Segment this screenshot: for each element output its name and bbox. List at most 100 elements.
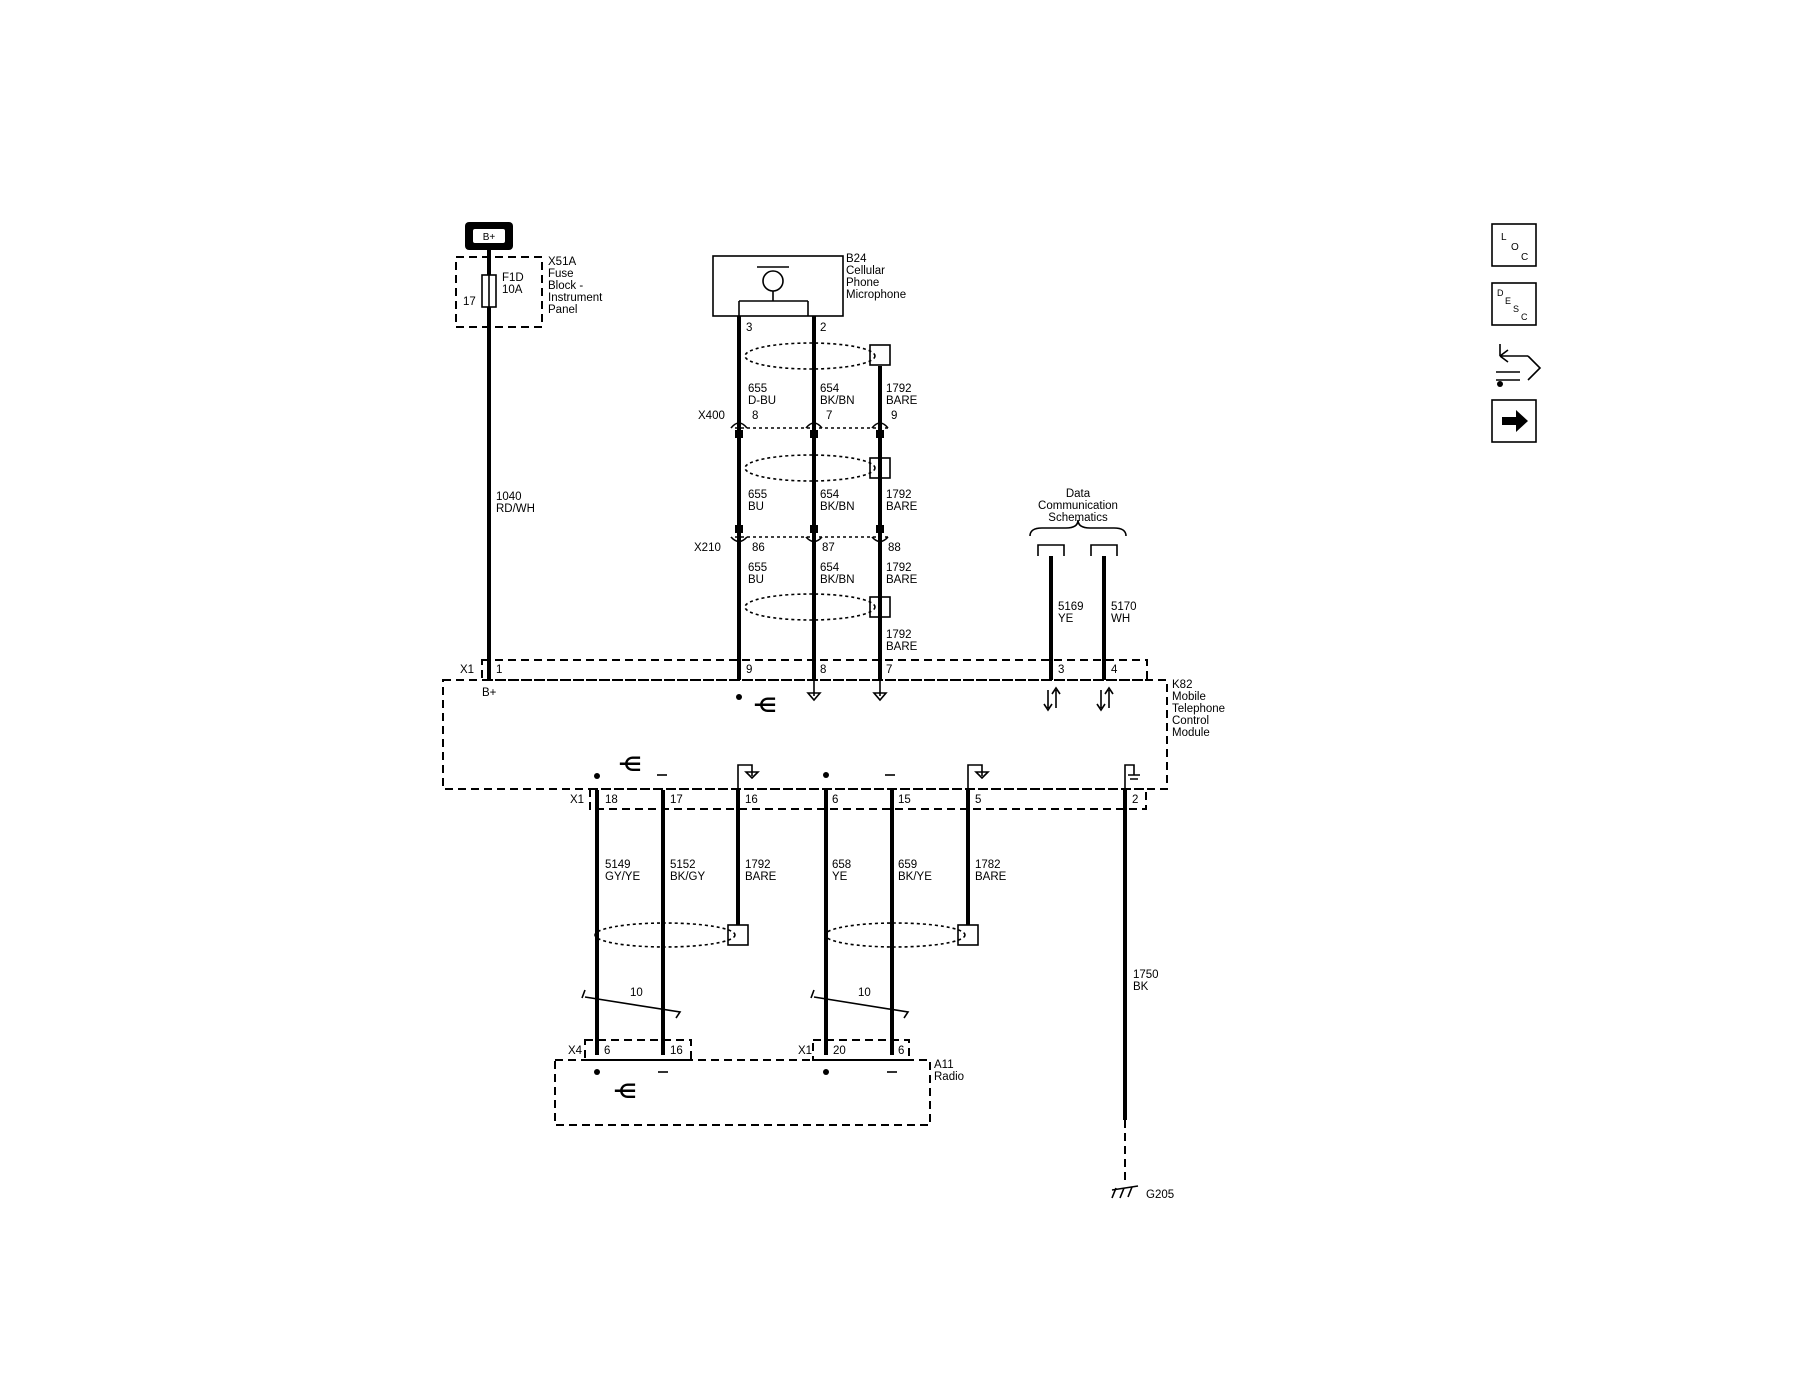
- drain-wire-circuit: 1792: [886, 629, 912, 641]
- wire-655-a-circuit: 655: [748, 383, 767, 395]
- data-comm-label-2: Communication: [1038, 500, 1118, 512]
- wire-655-b-color: BU: [748, 501, 764, 513]
- wire-1792-c-color: BARE: [886, 574, 918, 586]
- wire-654-c-color: BK/BN: [820, 574, 855, 586]
- audio-signal-icon-3: ⋲: [613, 1081, 636, 1103]
- radio-x4-name: X4: [568, 1045, 583, 1057]
- wire-1792-a-circuit: 1792: [886, 383, 912, 395]
- module-top-connector-name: X1: [460, 664, 474, 676]
- connector-x210-pin-88: 88: [888, 542, 901, 554]
- microphone-name-3: Phone: [846, 277, 879, 289]
- next-page-button[interactable]: [1491, 399, 1537, 443]
- audio-signal-icon-2: ⋲: [618, 754, 641, 776]
- module-bplus-label: B+: [482, 687, 497, 699]
- wire-659-circuit: 659: [898, 859, 917, 871]
- twist-label-2: 10: [858, 987, 871, 999]
- description-letter-d: D: [1497, 288, 1504, 298]
- description-button[interactable]: D E S C: [1491, 282, 1537, 326]
- module-bottom-pin-2: 2: [1132, 794, 1138, 806]
- wire-654-a-color: BK/BN: [820, 395, 855, 407]
- microphone-wires: 655 D-BU 654 BK/BN 1792 BARE X400 8 7 9 …: [694, 316, 918, 680]
- arrow-right-icon: [1502, 410, 1528, 432]
- radio-x4-pin-16: 16: [670, 1045, 683, 1057]
- module-bottom-pin-17: 17: [670, 794, 683, 806]
- radio-name-2: Radio: [934, 1071, 964, 1083]
- ground-symbol-icon: [1111, 1185, 1139, 1199]
- module-top-pin-9: 9: [746, 664, 752, 676]
- battery-label: B+: [483, 232, 496, 243]
- description-letter-s: S: [1513, 304, 1519, 314]
- radio-name-1: A11: [934, 1059, 954, 1071]
- fuse-block-name-5: Panel: [548, 304, 577, 316]
- description-letter-c: C: [1521, 312, 1528, 322]
- connector-end-view-button[interactable]: [1496, 344, 1542, 387]
- radio-x4-pin-6: 6: [604, 1045, 610, 1057]
- wire-658-circuit: 658: [832, 859, 851, 871]
- wire-655-b-circuit: 655: [748, 489, 767, 501]
- module-bottom-pin-15: 15: [898, 794, 911, 806]
- module-name-1: K82: [1172, 679, 1192, 691]
- fuse-rating: 10A: [502, 284, 523, 296]
- radio-a11: X4 6 16 X1 20 6 A11 Radio ⋲: [554, 1039, 964, 1126]
- wire-654-c-circuit: 654: [820, 562, 840, 574]
- ground-wire-color: BK: [1133, 981, 1149, 993]
- audio-signal-icon: ⋲: [753, 695, 776, 717]
- module-bottom-pin-6: 6: [832, 794, 838, 806]
- fuse-block-name-1: X51A: [548, 256, 576, 268]
- module-top-pin-8: 8: [820, 664, 826, 676]
- location-letter-l: L: [1501, 232, 1507, 243]
- fuse-block-name-3: Block -: [548, 280, 583, 292]
- wire-1792-c-circuit: 1792: [886, 562, 912, 574]
- microphone-pin-3: 3: [746, 322, 752, 334]
- wire-5169-color: YE: [1058, 613, 1074, 625]
- power-wire-circuit: 1040: [496, 491, 522, 503]
- data-communication-reference: Data Communication Schematics 5169 YE 51…: [1029, 488, 1137, 680]
- wire-655-c-color: BU: [748, 574, 764, 586]
- microphone-pin-2: 2: [820, 322, 826, 334]
- module-top-pin-4: 4: [1111, 664, 1118, 676]
- wire-5152-color: BK/GY: [670, 871, 705, 883]
- radio-x1-name: X1: [798, 1045, 812, 1057]
- module-bottom-pin-18: 18: [605, 794, 618, 806]
- connector-x400-pin-7: 7: [826, 410, 832, 422]
- wire-1792-b-circuit: 1792: [886, 489, 912, 501]
- module-top-pin-7: 7: [886, 664, 892, 676]
- module-bottom-pin-16: 16: [745, 794, 758, 806]
- connector-x210-pin-86: 86: [752, 542, 765, 554]
- ground-wire-circuit: 1750: [1133, 969, 1159, 981]
- location-button[interactable]: L O C: [1491, 223, 1537, 267]
- module-name-2: Mobile: [1172, 691, 1206, 703]
- microphone-name-4: Microphone: [846, 289, 906, 301]
- power-wire: 1040 RD/WH: [487, 307, 535, 680]
- wire-1792-d-circuit: 1792: [745, 859, 771, 871]
- wire-655-c-circuit: 655: [748, 562, 767, 574]
- module-name-5: Module: [1172, 727, 1210, 739]
- location-letter-c: C: [1521, 252, 1528, 263]
- fuse-name: F1D: [502, 272, 524, 284]
- wire-655-a-color: D-BU: [748, 395, 776, 407]
- location-letter-o: O: [1511, 242, 1519, 253]
- wire-658-color: YE: [832, 871, 848, 883]
- microphone-b24: B24 Cellular Phone Microphone 3 2: [712, 253, 906, 334]
- module-top-pin-1: 1: [496, 664, 502, 676]
- wire-1792-a-color: BARE: [886, 395, 918, 407]
- ground-point-label: G205: [1146, 1189, 1174, 1201]
- data-comm-label-3: Schematics: [1048, 512, 1108, 524]
- module-bottom-connector-name: X1: [570, 794, 584, 806]
- wire-1782-circuit: 1782: [975, 859, 1001, 871]
- data-comm-label-1: Data: [1066, 488, 1091, 500]
- fuse-block-x51a: 17 F1D 10A X51A Fuse Block - Instrument …: [455, 250, 603, 328]
- wire-1792-d-color: BARE: [745, 871, 777, 883]
- wire-1792-b-color: BARE: [886, 501, 918, 513]
- fuse-pin-label: 17: [463, 296, 476, 308]
- wire-5170-circuit: 5170: [1111, 601, 1137, 613]
- connector-x400-name: X400: [698, 410, 725, 422]
- connector-x210-pin-87: 87: [822, 542, 835, 554]
- module-bottom-pin-5: 5: [975, 794, 981, 806]
- module-name-3: Telephone: [1172, 703, 1225, 715]
- radio-audio-wires: 5149 GY/YE 5152 BK/GY 1792 BARE 658 YE 6…: [581, 790, 1007, 1055]
- ground-wire: 1750 BK G205: [1111, 790, 1174, 1201]
- connector-x210-name: X210: [694, 542, 721, 554]
- module-k82: X1 1 9 8 7 3 4 B+ K82 Mobile Telephone C…: [442, 659, 1225, 810]
